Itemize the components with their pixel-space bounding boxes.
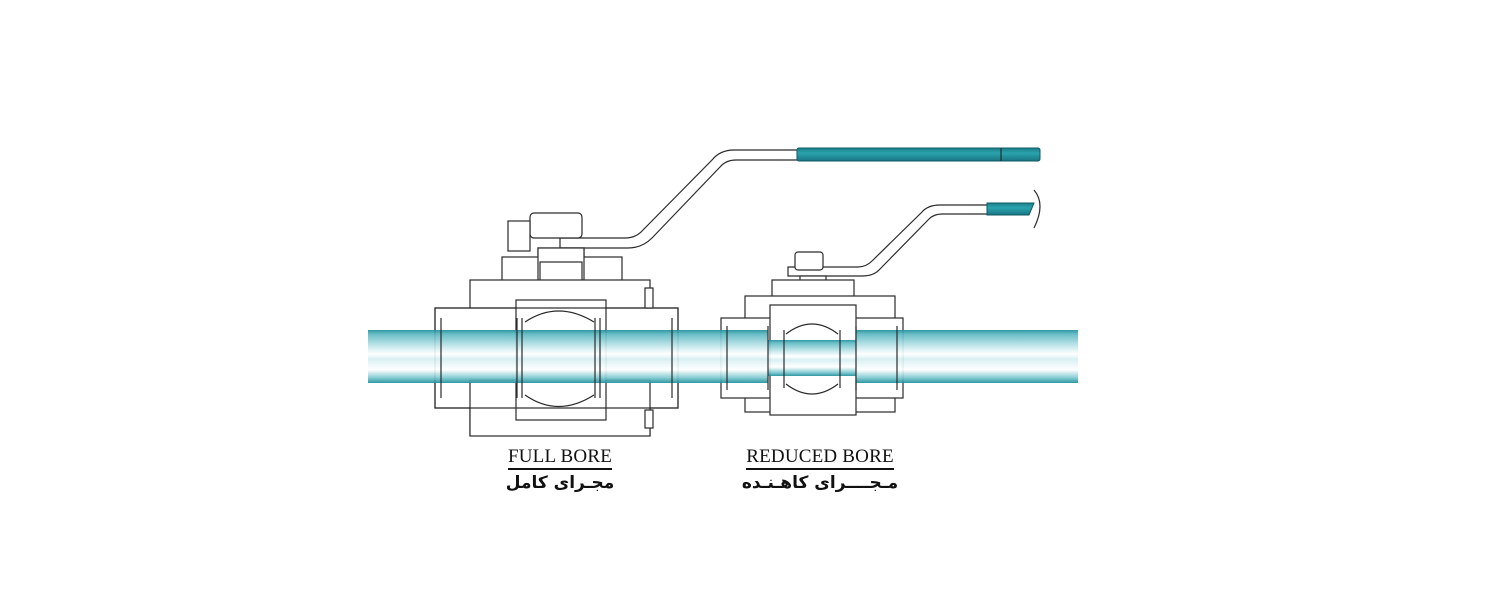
full-bore-label-fa: مجـرای کامل [505, 473, 615, 493]
full-bore-handle [559, 147, 1041, 249]
pipe-reduced-section [768, 340, 856, 376]
reduced-bore-label-fa: مـجــــرای کاهـنـده [741, 473, 899, 493]
reduced-bore-label-en: REDUCED BORE [746, 447, 894, 470]
reduced-bore-caption: REDUCED BORE مـجــــرای کاهـنـده [720, 447, 920, 494]
reduced-bore-handle-grip [986, 202, 1035, 216]
pipe-right [856, 330, 1078, 383]
full-bore-label-en: FULL BORE [507, 447, 613, 470]
pipe-left [368, 330, 768, 383]
full-bore-caption: FULL BORE مجـرای کامل [490, 447, 630, 494]
pipe [368, 330, 1078, 383]
full-bore-handle-grip [796, 147, 1041, 162]
reduced-bore-handle [787, 189, 1041, 277]
reduced-bore-ball [785, 323, 839, 395]
full-bore-ball [524, 310, 595, 407]
valve-internals [440, 310, 898, 407]
